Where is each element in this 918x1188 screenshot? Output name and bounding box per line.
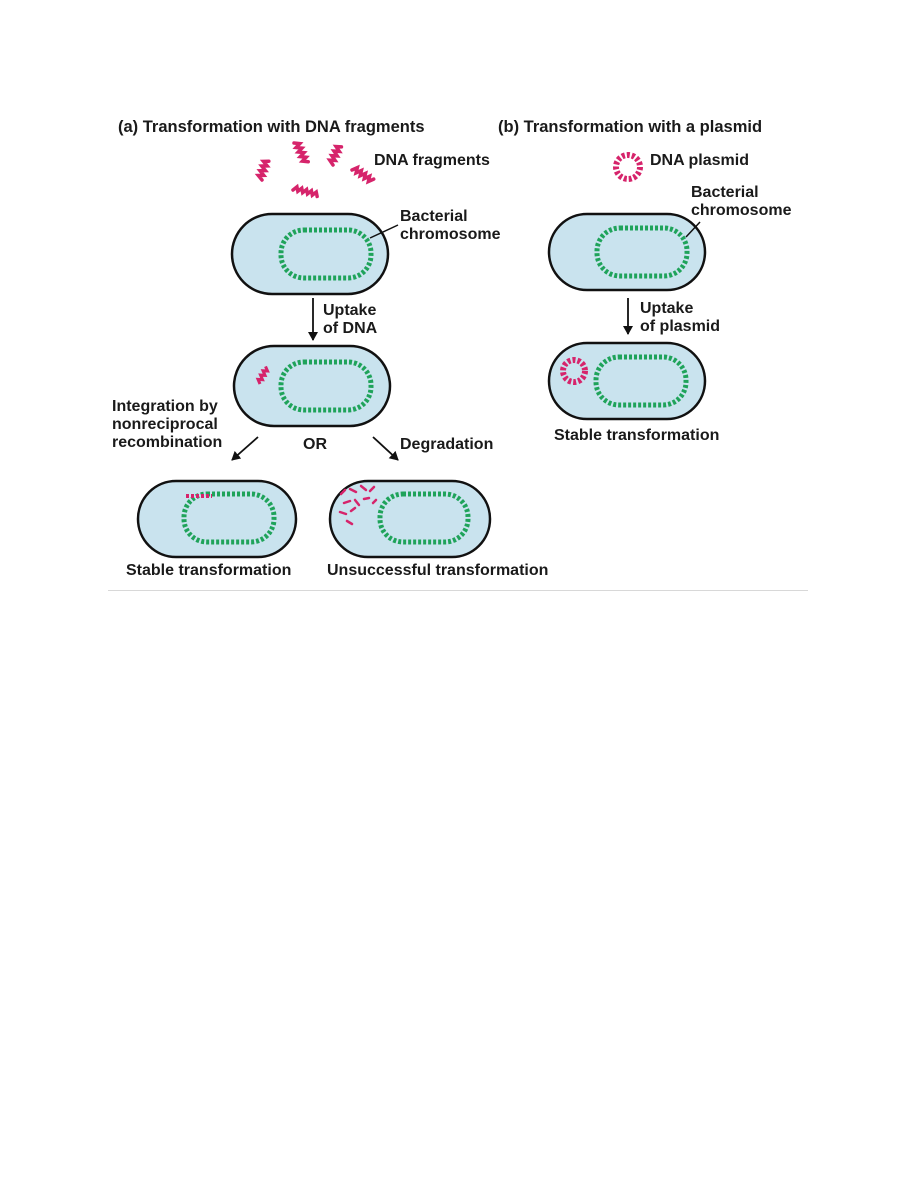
bacterial-chromosome-label-a-line1: Bacterial — [400, 208, 468, 225]
bacterial-chromosome-label-b-line1: Bacterial — [691, 184, 759, 201]
integration-label-line3: recombination — [112, 434, 223, 451]
plasmid-in-cell-icon — [560, 357, 588, 385]
dna-fragment-icon — [255, 365, 270, 385]
panel-a-heading: (a) Transformation with DNA fragments — [118, 118, 425, 136]
transformation-figure: (a) Transformation with DNA fragments (b… — [108, 110, 808, 591]
uptake-label-b-line1: Uptake — [640, 300, 694, 317]
dna-fragments-icon — [254, 141, 376, 199]
bacterial-cell-a3 — [136, 479, 298, 559]
uptake-label-a-line1: Uptake — [323, 302, 377, 319]
stable-transformation-label-b: Stable transformation — [554, 427, 720, 444]
uptake-label-a-line2: of DNA — [323, 320, 378, 337]
bacterial-cell-a4 — [328, 479, 492, 559]
bacterial-cell-a2 — [232, 344, 392, 428]
degradation-label: Degradation — [400, 436, 494, 453]
chromosome-icon — [278, 227, 374, 281]
degradation-arrow — [372, 436, 399, 461]
integration-label-line1: Integration by — [112, 398, 218, 415]
unsuccessful-transformation-label: Unsuccessful transformation — [327, 562, 549, 579]
degraded-dna-icon — [338, 484, 378, 526]
bacterial-cell-b2 — [547, 341, 707, 421]
or-label: OR — [303, 436, 327, 453]
bacterial-cell-a1 — [230, 212, 399, 296]
integration-arrow — [231, 436, 259, 461]
plasmid-icon — [613, 152, 643, 182]
stable-transformation-label-a: Stable transformation — [126, 562, 292, 579]
bacterial-chromosome-label-b-line2: chromosome — [691, 202, 792, 219]
uptake-label-b-line2: of plasmid — [640, 318, 721, 335]
integration-label-line2: nonreciprocal — [112, 416, 218, 433]
dna-fragments-label: DNA fragments — [374, 152, 490, 169]
bacterial-cell-b1 — [547, 212, 707, 292]
dna-plasmid-label: DNA plasmid — [650, 152, 749, 169]
bacterial-chromosome-label-a-line2: chromosome — [400, 226, 501, 243]
panel-b-heading: (b) Transformation with a plasmid — [498, 118, 763, 136]
